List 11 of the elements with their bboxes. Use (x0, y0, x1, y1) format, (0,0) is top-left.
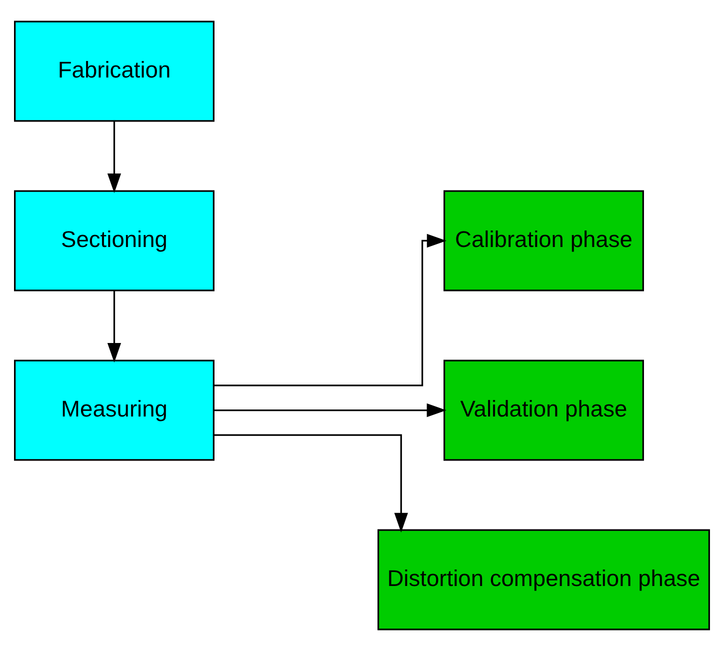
arrow (107, 290, 122, 362)
node-box: Sectioning (14, 190, 214, 291)
node-box: Calibration phase (444, 190, 644, 291)
node-box: Distortion compensation phase (377, 528, 710, 630)
arrow (214, 402, 446, 417)
arrow (107, 120, 122, 193)
node-box: Measuring (14, 359, 214, 460)
node-box: Validation phase (444, 359, 644, 460)
arrow (214, 434, 408, 532)
arrow (214, 233, 446, 386)
node-box: Fabrication (14, 20, 214, 122)
